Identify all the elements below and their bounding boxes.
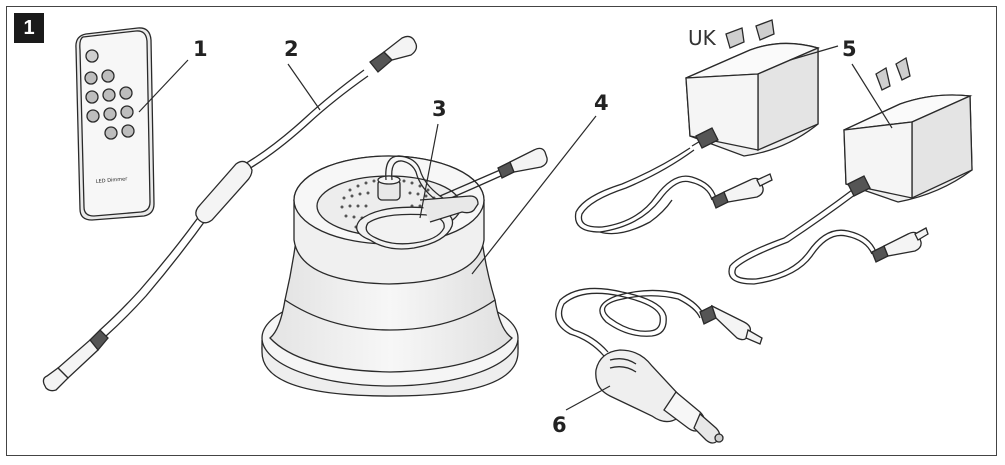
callout-6: 6: [552, 413, 567, 437]
callout-leader-1: [138, 59, 189, 113]
lamp-cable-connector: [497, 147, 548, 179]
eu-adapter-cable-plug: [847, 175, 929, 263]
eu-adapter-cable: [728, 189, 877, 285]
remote-control: [75, 27, 155, 221]
callout-3: 3: [432, 97, 447, 121]
callout-leader-5b: [851, 63, 893, 129]
car-adapter-cable: [555, 287, 705, 357]
hanging-loop: [356, 195, 479, 250]
callout-2: 2: [284, 37, 299, 61]
callout-leader-4: [471, 115, 597, 275]
uk-adapter-cable-plug: [695, 127, 773, 209]
uk-power-adapter: [685, 19, 820, 157]
cable-connector-bottom: [42, 329, 109, 392]
callout-leader-3: [419, 123, 439, 219]
callout-4: 4: [594, 91, 609, 115]
remote-brand-text: LED Dimmer: [96, 176, 129, 185]
callout-5: 5: [842, 37, 857, 61]
car-adapter-cable-plug: [699, 304, 763, 345]
splitter-cable: [99, 69, 369, 337]
car-cigarette-plug: [595, 349, 724, 444]
uk-plug-label: UK: [688, 26, 717, 50]
lamp-cable-gland: [377, 175, 401, 201]
figure-number-badge: 1: [14, 13, 44, 43]
remote-power-button: [85, 49, 99, 63]
callout-1: 1: [193, 37, 208, 61]
callout-leader-5a: [789, 45, 839, 61]
cable-junction: [195, 160, 253, 224]
callout-leader-2: [287, 63, 321, 111]
uk-adapter-cable: [574, 139, 717, 235]
cable-connector-top: [369, 35, 418, 73]
callout-leader-6: [565, 385, 611, 411]
